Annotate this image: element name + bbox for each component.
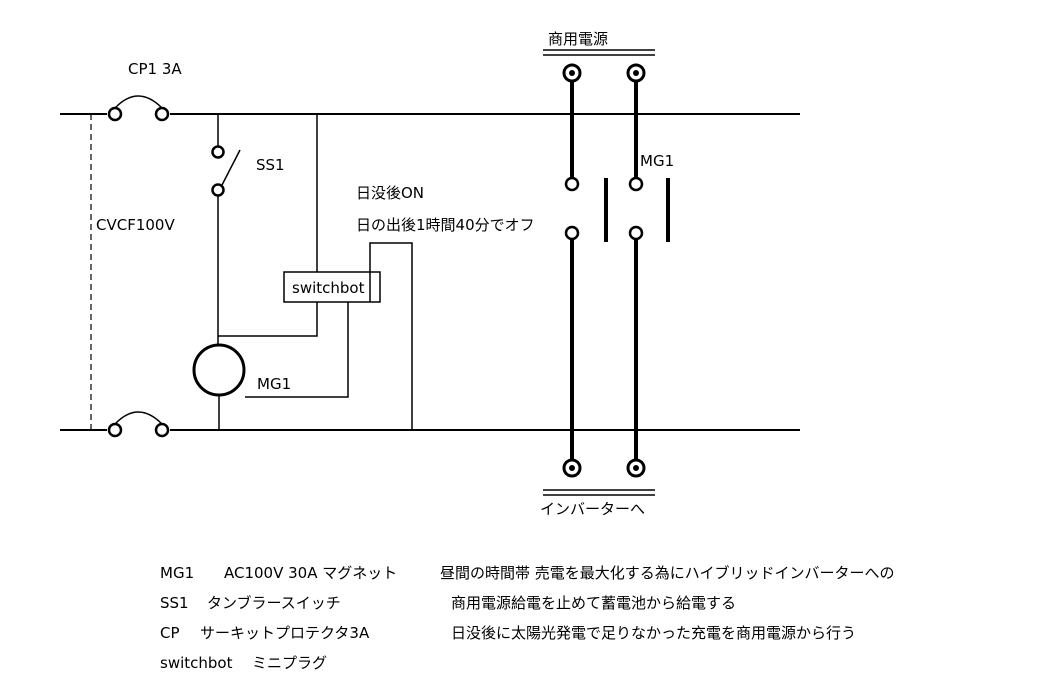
legend-mg1-note: 昼間の時間帯 売電を最大化する為にハイブリッドインバーターへの [440, 564, 894, 582]
switchbot-box [283, 271, 381, 303]
ss1-label: SS1 [256, 156, 285, 174]
switchbot-neutral-wire [369, 242, 413, 430]
coil-junction-wire [218, 302, 318, 337]
legend-cp-spec: サーキットプロテクタ3A [200, 624, 370, 642]
legend-switchbot-spec: ミニプラグ [252, 654, 327, 672]
to-inverter-label: インバーターへ [540, 500, 645, 518]
coil-return-wire [245, 302, 349, 398]
timer-on-label: 日没後ON [356, 184, 424, 202]
cvcf-label: CVCF100V [96, 216, 175, 234]
phase-right [626, 63, 646, 478]
main-power-circuit [543, 49, 670, 496]
legend-switchbot-code: switchbot [160, 654, 233, 672]
legend-ss1-code: SS1 [160, 594, 189, 612]
timer-off-label: 日の出後1時間40分でオフ [356, 216, 535, 234]
cp1-breaker-top [107, 95, 170, 122]
phase-left [562, 63, 582, 478]
commercial-power-label: 商用電源 [548, 30, 608, 48]
legend-mg1-code: MG1 [160, 564, 194, 582]
mg1-coil-label: MG1 [257, 375, 291, 393]
legend-ss1-spec: タンブラースイッチ [207, 594, 341, 612]
legend-cp-code: CP [160, 624, 180, 642]
control-circuit [60, 95, 800, 438]
cp1-label: CP1 3A [128, 60, 182, 78]
switchbot-label: switchbot [292, 279, 365, 297]
legend-mg1-spec: AC100V 30A マグネット [224, 564, 397, 582]
cp1-breaker-bottom [107, 411, 170, 438]
mg1-coil [192, 343, 246, 397]
ss1-switch [211, 114, 241, 336]
legend-ss1-note: 商用電源給電を止めて蓄電池から給電する [451, 594, 736, 612]
legend: MG1 AC100V 30A マグネット 昼間の時間帯 売電を最大化する為にハイ… [160, 564, 894, 672]
legend-cp-note: 日没後に太陽光発電で足りなかった充電を商用電源から行う [451, 624, 856, 642]
mg1-contact-label: MG1 [640, 152, 674, 170]
